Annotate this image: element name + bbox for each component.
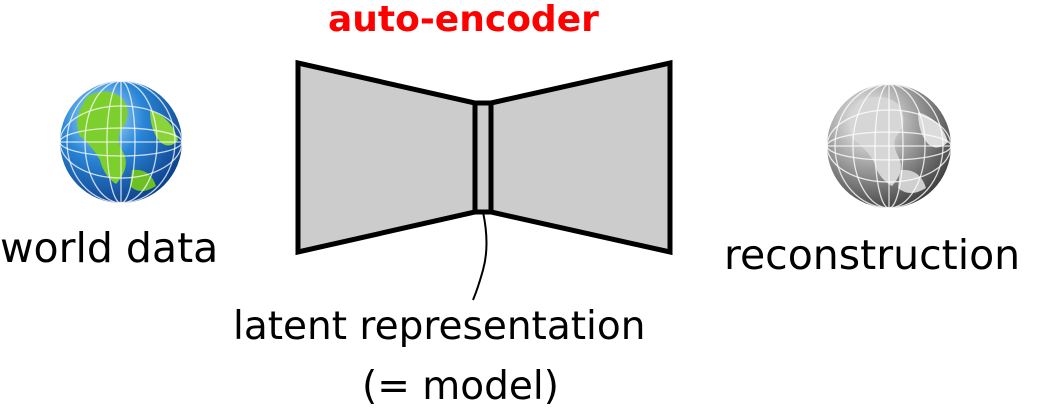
latent-bottleneck (472, 100, 494, 215)
latent-label-line2: (= model) (362, 364, 559, 409)
encoder-shape (295, 59, 478, 256)
globe-grayscale-icon (827, 84, 951, 208)
globe-color-icon (60, 81, 182, 203)
output-label: reconstruction (724, 231, 1021, 279)
decoder-shape (488, 59, 673, 256)
latent-pointer-line (472, 211, 488, 301)
diagram-title: auto-encoder (328, 0, 599, 40)
latent-label-line1: latent representation (233, 304, 646, 349)
input-label: world data (0, 224, 219, 272)
